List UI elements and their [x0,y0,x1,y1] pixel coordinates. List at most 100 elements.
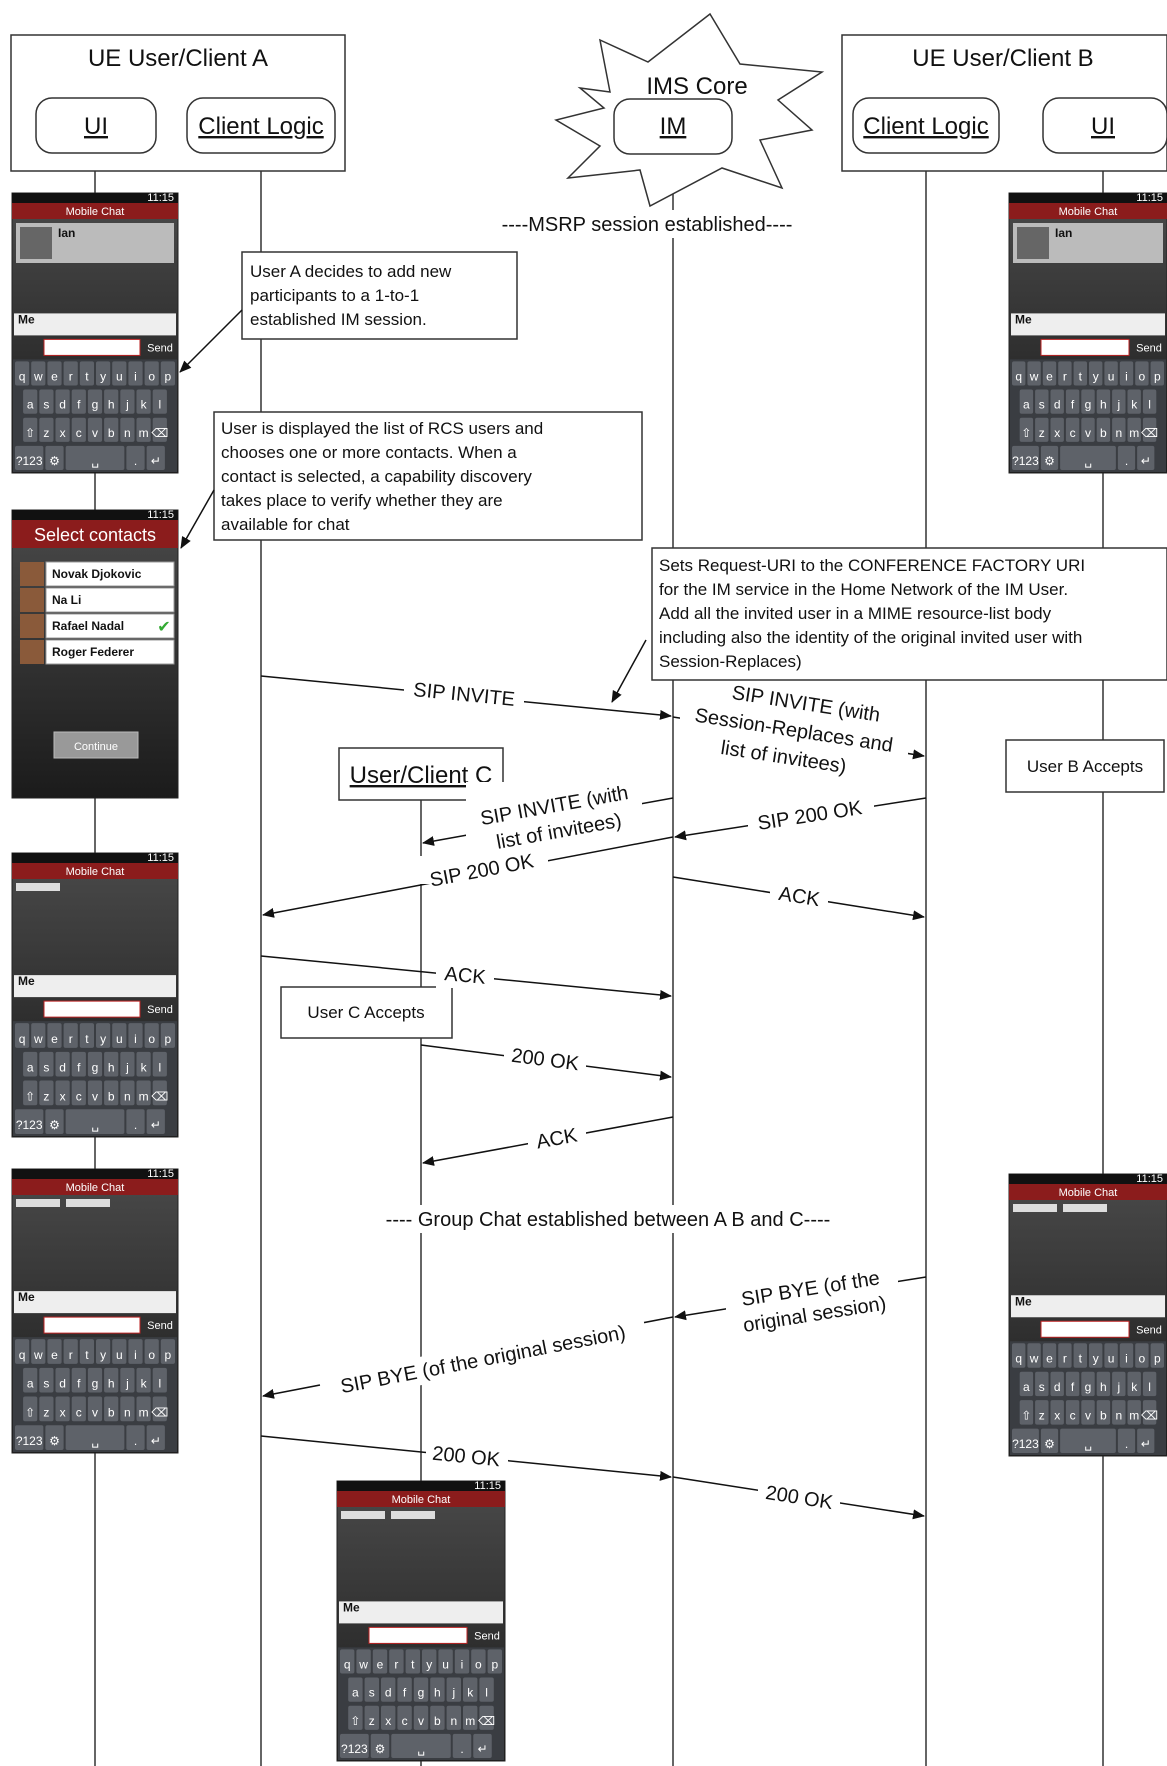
user-c-accepts-text: User C Accepts [307,1003,424,1022]
keyboard-key-label: ⚙ [49,1118,60,1132]
chat-header [12,1179,178,1195]
keyboard-key-label: z [43,1089,49,1103]
status-time: 11:15 [147,509,174,521]
keyboard-key-label: h [1100,398,1107,412]
keyboard-key-label: w [1029,370,1039,384]
keyboard-key [65,1109,125,1134]
chat-title: Mobile Chat [392,1494,451,1506]
keyboard-key-label: ⇧ [25,426,35,440]
note-add-participants-pointer [179,309,243,373]
keyboard-key-label: q [1015,370,1022,384]
keyboard-key-label: g [1085,1380,1092,1394]
keyboard-key-label: n [450,1714,457,1728]
keyboard-key-label: v [92,1405,98,1419]
keyboard-key-label: q [19,1032,26,1046]
keyboard-key-label: q [1015,1352,1022,1366]
keyboard-key [144,361,159,386]
keyboard-key-label: z [1039,426,1045,440]
user-b-accepts-text: User B Accepts [1027,757,1143,776]
keyboard-key-label: w [33,1348,43,1362]
keyboard-key [120,1396,135,1422]
keyboard-key [1040,1428,1059,1453]
keyboard-key-label: h [434,1686,441,1700]
keyboard-key-label: b [108,1405,115,1419]
keyboard-key [128,1023,143,1048]
keyboard-key-label: j [125,398,129,412]
keyboard-key-label: x [1054,426,1060,440]
keyboard-key [136,1396,151,1422]
keyboard-key [160,361,175,386]
keyboard-key [405,1649,420,1674]
client-c-header: User/Client C [338,747,504,801]
keyboard-key-label: d [1054,398,1061,412]
keyboard-key [473,1733,492,1758]
keyboard-key [1127,1371,1141,1397]
msg-bye-a-label: SIP BYE (of the original session) [339,1322,628,1398]
contact-row [45,561,175,587]
msrp-established-text: ----MSRP session established---- [502,214,793,236]
keyboard-key-label: n [124,1089,131,1103]
keyboard-key-label: p [1154,1352,1161,1366]
chat-title: Mobile Chat [66,1182,125,1194]
participant-chip [391,1511,435,1519]
keyboard-key [1127,417,1141,442]
message-labels: SIP INVITE SIP INVITE (with Session-Repl… [318,679,908,1514]
note-request-uri-line: including also the identity of the origi… [659,628,1082,647]
keyboard-key-label: f [77,1061,81,1075]
keyboard-key-label: n [124,426,131,440]
note-request-uri-line: Add all the invited user in a MIME resou… [659,604,1052,623]
keyboard-key-label: ⚙ [1044,454,1055,468]
contact-row [45,613,175,639]
keyboard-key [471,1649,486,1674]
keyboard-key [1019,389,1034,414]
keyboard-key-label: f [1071,1380,1075,1394]
status-bar [12,193,178,203]
keyboard-key-label: ⚙ [1044,1437,1055,1451]
keyboard-key-label: k [467,1686,474,1700]
keyboard-key-label: u [116,370,123,384]
note-request-uri-line: Session-Replaces) [659,652,802,671]
keyboard-key [79,361,94,386]
keyboard-key-label: m [465,1714,475,1728]
keyboard-key-label: ␣ [91,1118,99,1132]
keyboard-key [126,1425,145,1450]
keyboard-key-label: z [43,1405,49,1419]
keyboard-key-label: o [148,1348,155,1362]
keyboard-key-label: ?123 [341,1742,368,1756]
keyboard-key-label: o [1139,370,1146,384]
participant-chip [341,1511,385,1519]
continue-label: Continue [74,741,118,753]
keyboard-key-label: ?123 [16,1434,43,1448]
contact-row [45,587,175,613]
keyboard-key [487,1649,502,1674]
keyboard-key-label: d [59,398,66,412]
keyboard-key-label: ⌫ [150,426,168,440]
keyboard-key [87,1080,103,1106]
keyboard-key [397,1705,412,1730]
client-a-title: UE User/Client A [88,45,268,72]
participant-chip [66,1199,110,1207]
keyboard-key [1060,1428,1116,1453]
keyboard-key-label: p [491,1658,498,1672]
keyboard-key [430,1677,445,1702]
group-chat-established-text: ---- Group Chat established between A B … [386,1209,831,1231]
keyboard-key [146,445,165,470]
keyboard-key-label: q [19,1348,26,1362]
keyboard-key [55,1080,70,1106]
chat-header [337,1491,505,1507]
keyboard-key [128,361,143,386]
keyboard-key-label: r [69,1032,73,1046]
keyboard-key [1096,389,1111,414]
status-bar [12,1169,178,1179]
chat-header [1009,203,1167,219]
keyboard-key [1112,417,1126,442]
keyboard-key [1050,1371,1064,1397]
contact-name: Novak Djokovic [52,567,142,581]
keyboard-key-label: u [116,1032,123,1046]
keyboard-key [463,1705,478,1730]
keyboard-key-label: f [403,1686,407,1700]
keyboard-key-label: ␣ [1084,1437,1092,1451]
keyboard-key-label: j [1116,1380,1120,1394]
